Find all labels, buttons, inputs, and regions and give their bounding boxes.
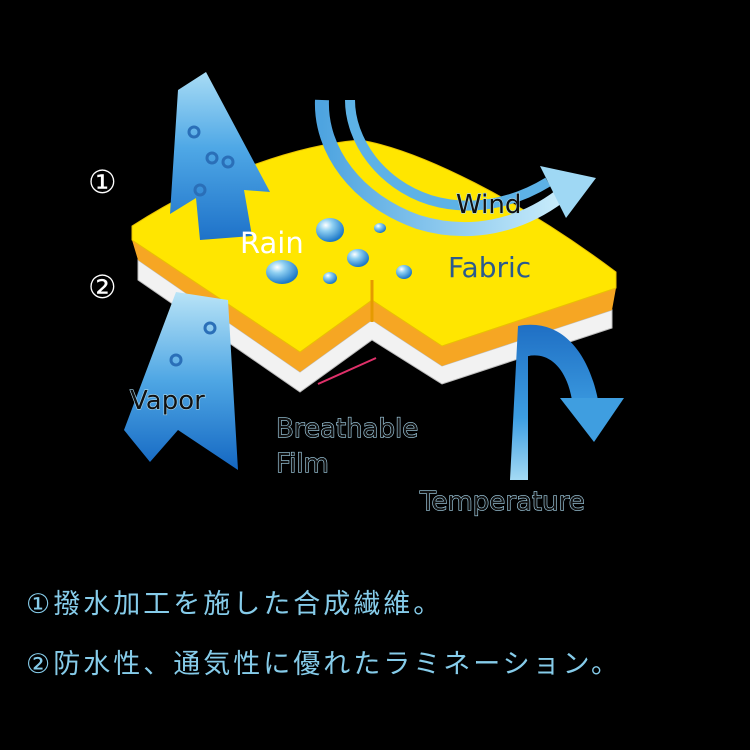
step-1-marker: ① — [88, 163, 117, 201]
fabric-label: Fabric — [448, 251, 531, 284]
water-drop-icon — [347, 249, 369, 267]
water-drop-icon — [316, 218, 344, 242]
water-drop-icon — [396, 265, 412, 279]
water-drop-icon — [374, 223, 386, 233]
vapor-down-arrow-icon — [124, 292, 238, 470]
film-label-line1: Breathable — [276, 414, 418, 444]
temperature-arrow-icon — [510, 325, 624, 480]
water-drop-icon — [323, 272, 337, 284]
temperature-label: Temperature — [419, 487, 585, 517]
caption-step-2: ②防水性、通気性に優れたラミネーション。 — [26, 642, 621, 681]
rain-label: Rain — [240, 226, 304, 260]
film-label-line2: Film — [276, 449, 329, 479]
vapor-label: Vapor — [130, 386, 205, 416]
step-2-marker: ② — [88, 268, 117, 306]
water-drop-icon — [266, 260, 298, 284]
wind-label: Wind — [456, 190, 521, 220]
caption-step-1: ①撥水加工を施した合成繊維。 — [26, 582, 443, 621]
